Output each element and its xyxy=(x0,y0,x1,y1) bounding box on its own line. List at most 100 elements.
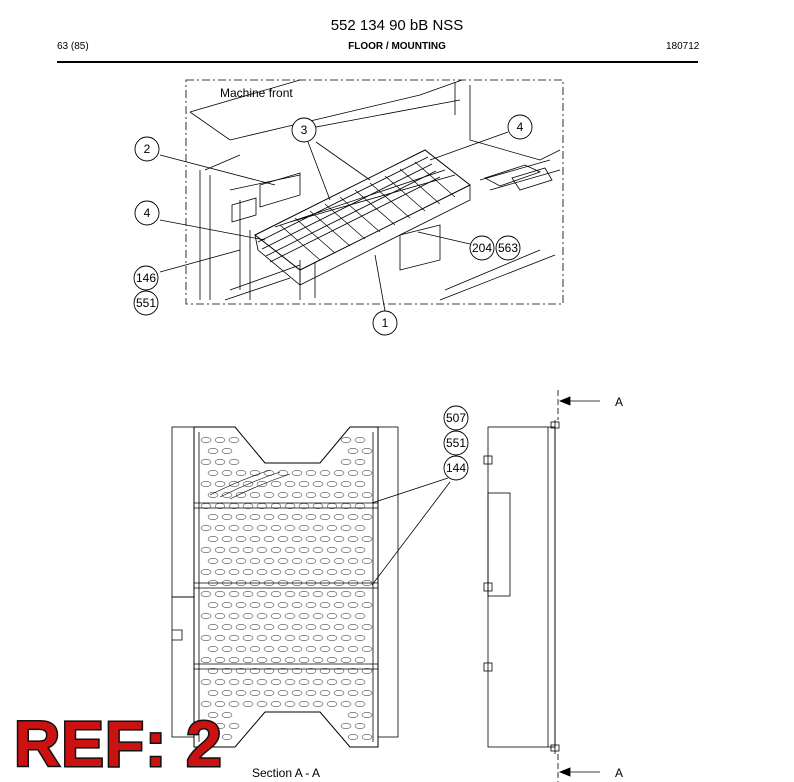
grating-oval xyxy=(361,712,373,718)
grating-oval xyxy=(319,624,331,630)
grating-oval xyxy=(361,514,373,520)
grating-oval xyxy=(242,591,254,597)
grating-oval xyxy=(354,481,366,487)
grating-oval xyxy=(207,602,219,608)
grating-oval xyxy=(221,602,233,608)
grating-oval xyxy=(200,459,212,465)
grating-oval xyxy=(319,602,331,608)
grating-oval xyxy=(305,492,317,498)
grating-oval xyxy=(361,646,373,652)
grating-oval xyxy=(263,668,275,674)
grating-oval xyxy=(354,459,366,465)
grating-oval xyxy=(333,624,345,630)
grating-oval xyxy=(200,657,212,663)
grating-oval xyxy=(221,558,233,564)
grating-oval xyxy=(347,602,359,608)
grating-oval xyxy=(347,580,359,586)
grating-oval xyxy=(347,624,359,630)
grating-oval xyxy=(263,514,275,520)
header-rule xyxy=(57,61,698,63)
grating-oval xyxy=(249,602,261,608)
grating-oval xyxy=(340,635,352,641)
grating-oval xyxy=(291,690,303,696)
grating-oval xyxy=(277,470,289,476)
grating-oval xyxy=(242,569,254,575)
grating-oval xyxy=(214,635,226,641)
grating-oval xyxy=(361,558,373,564)
callout-label: 144 xyxy=(446,461,466,475)
grating-oval xyxy=(298,569,310,575)
grating-oval xyxy=(361,492,373,498)
grating-oval xyxy=(221,580,233,586)
grating-oval xyxy=(305,580,317,586)
grating-oval xyxy=(319,536,331,542)
grating-oval xyxy=(305,558,317,564)
grating-oval xyxy=(291,580,303,586)
grating-oval xyxy=(214,459,226,465)
callouts-top xyxy=(133,114,533,336)
grating-oval xyxy=(256,635,268,641)
grating-oval xyxy=(291,602,303,608)
grating-oval xyxy=(277,668,289,674)
grating-oval xyxy=(200,635,212,641)
grating-oval xyxy=(235,624,247,630)
grating-oval xyxy=(235,536,247,542)
grating-oval xyxy=(298,481,310,487)
grating-oval xyxy=(214,723,226,729)
grating-oval xyxy=(361,668,373,674)
grating-oval xyxy=(200,679,212,685)
grating-oval xyxy=(354,635,366,641)
grating-oval xyxy=(221,734,233,740)
grating-oval xyxy=(270,613,282,619)
grating-oval xyxy=(312,701,324,707)
grating-oval xyxy=(284,481,296,487)
grating-oval xyxy=(326,591,338,597)
grating-oval xyxy=(235,668,247,674)
grating-oval xyxy=(277,646,289,652)
grating-oval xyxy=(207,624,219,630)
grating-oval xyxy=(319,492,331,498)
callout-551-top xyxy=(133,290,159,316)
callout-label: 2 xyxy=(144,142,151,156)
grating-oval xyxy=(298,547,310,553)
grating-oval xyxy=(200,613,212,619)
grating-oval xyxy=(354,437,366,443)
grating-oval xyxy=(256,657,268,663)
grating-oval xyxy=(235,602,247,608)
grating-oval xyxy=(298,613,310,619)
grating-oval xyxy=(284,657,296,663)
grating-oval xyxy=(340,723,352,729)
grating-oval xyxy=(326,481,338,487)
document-title: 552 134 90 bB NSS xyxy=(330,17,464,34)
grating-oval xyxy=(361,470,373,476)
section-arrows xyxy=(558,396,600,777)
section-label: Section A - A xyxy=(252,766,321,780)
callout-563 xyxy=(495,235,521,261)
grating-oval xyxy=(277,580,289,586)
grating-oval xyxy=(291,624,303,630)
grating-oval xyxy=(214,437,226,443)
grating-oval xyxy=(207,580,219,586)
grating-oval xyxy=(319,668,331,674)
page-number: 63 (85) xyxy=(57,41,89,52)
grating-oval xyxy=(312,657,324,663)
callouts-bottom xyxy=(443,405,469,481)
grating-oval xyxy=(305,514,317,520)
grating-oval xyxy=(249,514,261,520)
grating-oval xyxy=(270,679,282,685)
grating-oval xyxy=(291,668,303,674)
grating-oval xyxy=(333,536,345,542)
grating-oval xyxy=(249,690,261,696)
grating-oval xyxy=(228,481,240,487)
grating-oval xyxy=(340,701,352,707)
grating-oval xyxy=(340,547,352,553)
leader-lines-top xyxy=(159,131,509,312)
grating-oval xyxy=(305,624,317,630)
grating-oval xyxy=(291,470,303,476)
callout-3 xyxy=(291,117,317,143)
grating-oval xyxy=(298,503,310,509)
grating-oval xyxy=(305,690,317,696)
machine-front-label: Machine front xyxy=(220,86,293,100)
grating-oval xyxy=(298,657,310,663)
section-title: FLOOR / MOUNTING xyxy=(348,41,446,52)
